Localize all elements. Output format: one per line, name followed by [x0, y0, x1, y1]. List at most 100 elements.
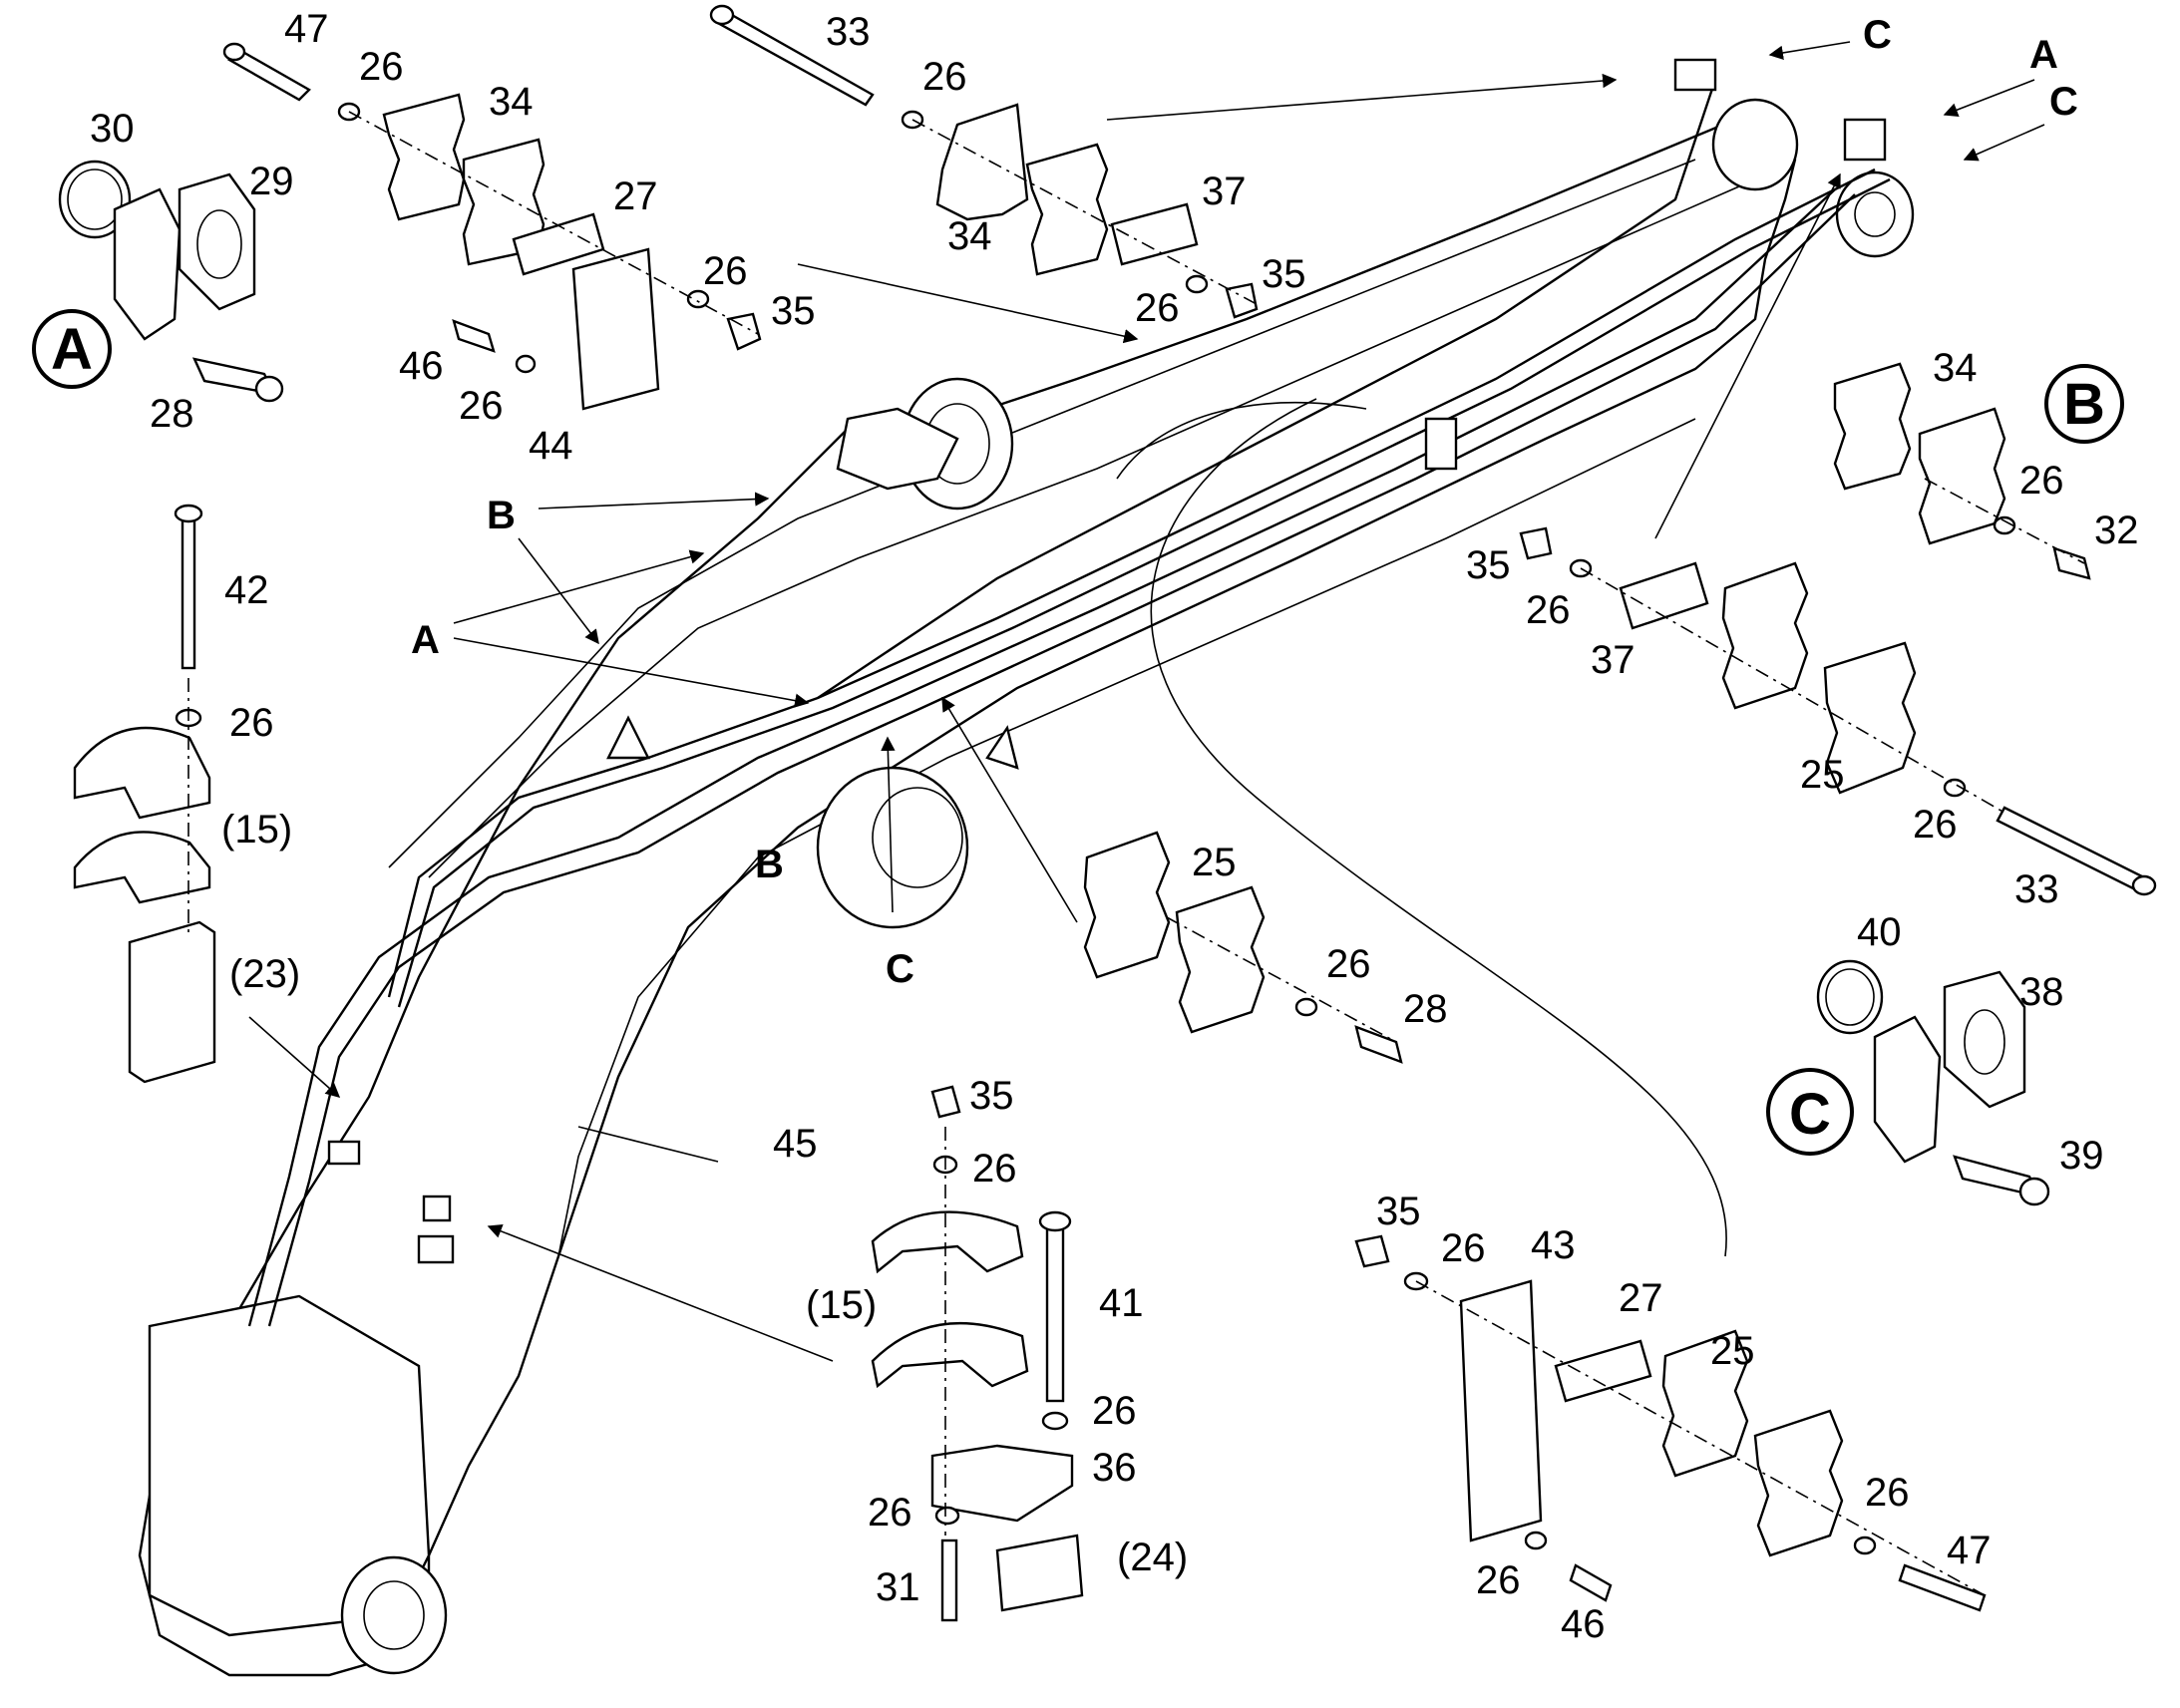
- detail-circle-A-letter: A: [51, 317, 93, 382]
- arrow-clamp-34: [797, 263, 1139, 344]
- pointer-C-top: C: [1863, 13, 1892, 57]
- hose-upper: [817, 79, 1717, 699]
- fitting-top: [1673, 58, 1717, 92]
- o-ring-40: [1816, 959, 1884, 1035]
- callout-38: 38: [2019, 970, 2064, 1014]
- callout-35: 35: [1262, 252, 1306, 296]
- bolt-42-head: [174, 504, 203, 523]
- bolt-32: [2052, 546, 2091, 580]
- bolt-41-head: [1038, 1210, 1072, 1232]
- callout-15: (15): [806, 1283, 877, 1327]
- axis-line-e: [1580, 567, 2005, 814]
- callout-28: 28: [1403, 987, 1448, 1031]
- arrow-23: [248, 1016, 341, 1098]
- detail-circle-C-letter: C: [1789, 1082, 1831, 1147]
- callout-35: 35: [1466, 543, 1511, 587]
- callout-26: 26: [1135, 286, 1180, 330]
- arrow-C-mid: [881, 736, 896, 913]
- fitting-right: [1843, 118, 1887, 162]
- washer-26-o: [1853, 1536, 1877, 1555]
- callout-29: 29: [249, 160, 294, 203]
- clamp-group-left: [73, 504, 216, 1084]
- boom-top-arc: [1116, 402, 1367, 480]
- washer-26-a: [686, 289, 710, 309]
- bolt-41: [1045, 1219, 1065, 1403]
- bolt-28-head: [254, 375, 284, 403]
- callout-43: 43: [1531, 1223, 1576, 1267]
- callout-24: (24): [1117, 1536, 1188, 1579]
- pointer-B-upper: B: [487, 494, 516, 537]
- hose-2: [267, 193, 1856, 1327]
- callout-25: 25: [1192, 841, 1237, 884]
- pointer-C-top-2: C: [2049, 80, 2078, 124]
- bolt-39-head: [2018, 1177, 2050, 1206]
- clamp-plate-25c: [1083, 831, 1171, 979]
- boom-top-edge-2: [428, 178, 1756, 878]
- bolt-33-a-head: [709, 4, 735, 26]
- clamp-group-bottom-right: [1354, 1234, 1987, 1612]
- fitting: [422, 1195, 452, 1222]
- callout-45: 45: [773, 1122, 818, 1166]
- pointer-B-mid: B: [755, 843, 784, 886]
- plate-44: [571, 247, 660, 411]
- callout-26: 26: [922, 55, 967, 99]
- clamp-group-top-middle: [709, 4, 1259, 319]
- arrow-to-top-fitting: [1106, 73, 1618, 121]
- clamp-plate-34d: [1025, 143, 1109, 276]
- callout-26: 26: [1913, 803, 1958, 847]
- pointer-arrows: [248, 41, 2045, 1362]
- spacer-27: [512, 212, 605, 276]
- callout-30: 30: [90, 107, 135, 151]
- callout-15: (15): [221, 808, 292, 852]
- boom-top-bracket: [836, 407, 959, 491]
- arrow-A-1: [453, 549, 705, 624]
- bolt-47-head: [222, 42, 246, 62]
- callout-26: 26: [2019, 459, 2064, 503]
- detail-circle-B: [2044, 364, 2124, 444]
- block-23: [128, 920, 216, 1084]
- block-24: [995, 1534, 1084, 1612]
- clamp-plate-25e: [1661, 1329, 1749, 1478]
- callout-47: 47: [284, 7, 329, 51]
- flange-half-29a: [113, 187, 182, 341]
- clamp-plate-34e: [1833, 362, 1912, 491]
- o-ring-40-inner: [1825, 968, 1875, 1026]
- callout-39: 39: [2059, 1134, 2104, 1178]
- washer-26-l: [1041, 1411, 1069, 1431]
- callout-27: 27: [613, 174, 658, 218]
- boom-tip-pin-upper: [1711, 98, 1799, 191]
- callout-26: 26: [359, 45, 404, 89]
- flange-bore: [196, 209, 242, 279]
- callout-26: 26: [868, 1491, 912, 1535]
- arrow-A-2: [453, 637, 810, 708]
- callout-23: (23): [229, 952, 300, 996]
- callout-labels: 47 26 34 30 29 27 26 35 46 26 44 28 33 2…: [90, 7, 2139, 1646]
- callout-34: 34: [489, 80, 534, 124]
- clamp-plate-25d: [1175, 885, 1266, 1034]
- lug: [606, 715, 650, 760]
- detail-circle-B-letter: B: [2063, 372, 2105, 437]
- boom-tip-hole: [1854, 191, 1896, 237]
- boom-detail-arc: [1150, 398, 1727, 1257]
- clamp-plate-34c: [935, 103, 1029, 221]
- pointer-A-top: A: [2029, 33, 2058, 77]
- clamp-15-on-boom: [327, 1140, 361, 1166]
- callout-37: 37: [1202, 170, 1247, 213]
- callout-35: 35: [969, 1074, 1014, 1118]
- clamp-group-center: [1083, 831, 1403, 1064]
- washer-26-b: [515, 354, 537, 374]
- detail-A-flange: [58, 160, 284, 403]
- arrow-25-mid: [941, 696, 1078, 923]
- callout-26: 26: [1865, 1471, 1910, 1515]
- callout-26: 26: [229, 701, 274, 745]
- bolt-31: [940, 1538, 958, 1622]
- nut-35-c: [1519, 526, 1553, 560]
- pointer-C-mid: C: [886, 947, 914, 991]
- nut-35-a: [726, 312, 762, 351]
- clamp-group-bottom: [871, 1085, 1084, 1622]
- plate-36: [930, 1444, 1074, 1523]
- spacer-27-b: [1554, 1339, 1652, 1403]
- callout-36: 36: [1092, 1446, 1137, 1490]
- callout-28: 28: [150, 392, 194, 436]
